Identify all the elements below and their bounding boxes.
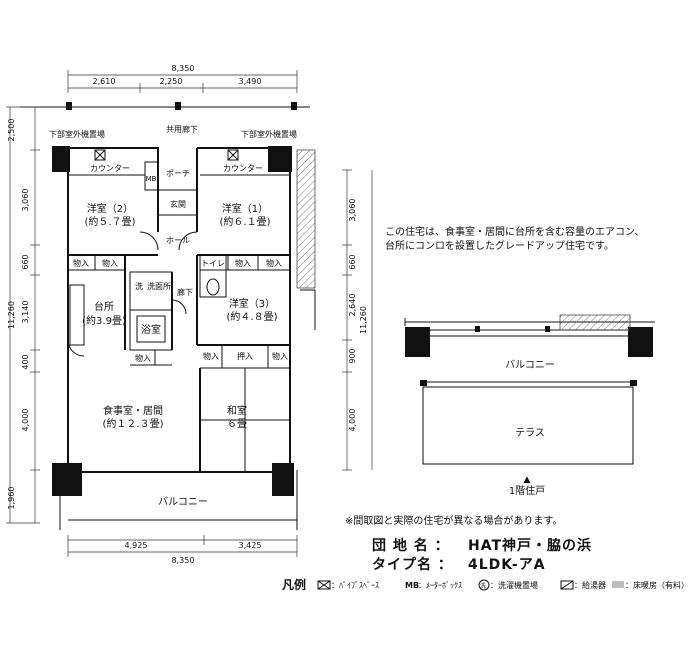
bottom-dimension-1: 4,925 <box>125 541 148 550</box>
legend-floor-heating: ：床暖房（有料） <box>625 580 689 590</box>
type-name-value: 4LDK-アA <box>468 557 546 573</box>
storage-label: 物入 <box>135 353 151 363</box>
note-line-2: 台所にコンロを設置したグレードアップ住宅です。 <box>385 239 614 252</box>
right-dimension-lines <box>342 169 373 471</box>
right-dimension-5: 4,000 <box>348 409 357 432</box>
entrance-label: 玄関 <box>170 199 186 209</box>
left-dimension-1: 2,500 <box>7 119 16 142</box>
room-name: 食事室・居間 <box>103 404 163 417</box>
pipe-space-icons <box>94 149 239 161</box>
first-floor-inset <box>404 314 655 465</box>
hall-label: ホール <box>166 236 190 245</box>
bath-label: 浴室 <box>141 323 161 336</box>
outdoor-unit-label-right: 下部室外機置場 <box>241 129 297 139</box>
meter-box-icon: MB <box>405 581 419 590</box>
right-dimension-1: 3,060 <box>348 199 357 222</box>
washer-icon-glyph: 洗 <box>480 582 486 590</box>
top-dimension-2: 2,250 <box>160 77 183 86</box>
hallway-label: 廊下 <box>177 287 193 297</box>
storage-label: 物入 <box>266 258 282 268</box>
top-dimension-lines <box>67 70 298 93</box>
water-heater-icon <box>560 580 574 590</box>
top-dimension-1: 2,610 <box>93 77 116 86</box>
balcony-label: バルコニー <box>158 496 208 508</box>
left-dimension-4: 3,140 <box>21 301 30 324</box>
corridor-line <box>20 102 310 110</box>
disclaimer: ※間取図と実際の住宅が異なる場合があります。 <box>345 514 562 527</box>
washer-icon <box>478 579 490 591</box>
counter-label-right: カウンター <box>223 164 263 173</box>
top-dimension-3: 3,490 <box>239 77 262 86</box>
room-area: (約４.８畳) <box>227 310 278 323</box>
washer-mark: 洗 <box>135 281 143 291</box>
right-dimension-4: 900 <box>348 348 357 363</box>
toilet-label: トイレ <box>201 259 225 268</box>
legend-meter-box: ：ﾒｰﾀｰﾎﾞｯｸｽ <box>418 581 462 590</box>
bottom-total-dimension: 8,350 <box>172 556 195 565</box>
room-name: 洋室（1） <box>222 202 268 215</box>
left-total-dimension: 11,260 <box>7 301 16 329</box>
first-floor-balcony-label: バルコニー <box>505 359 555 371</box>
room-area: (約６.１畳) <box>220 215 271 228</box>
right-dimension-2: 660 <box>348 254 357 269</box>
estate-name-value: HAT神戸・脇の浜 <box>468 537 592 554</box>
left-dimension-3: 660 <box>21 254 30 269</box>
terrace-label: テラス <box>515 427 545 439</box>
top-total-dimension: 8,350 <box>172 64 195 73</box>
right-dimension-3: 2,640 <box>348 294 357 317</box>
left-dimension-5: 400 <box>21 354 30 369</box>
left-dimension-6: 4,000 <box>21 409 30 432</box>
pipe-space-icon <box>317 580 331 590</box>
first-floor-caption: 1階住戸 <box>509 484 545 497</box>
legend-washer: ：洗濯機置場 <box>490 580 538 590</box>
bottom-dimension-2: 3,425 <box>239 541 262 550</box>
exterior-hatch <box>296 149 316 330</box>
estate-name-label: 団 地 名 ： <box>372 537 450 554</box>
room-area: (約５.７畳) <box>85 215 136 228</box>
washroom-label: 洗面所 <box>147 281 171 291</box>
left-dimension-7: 1,960 <box>7 487 16 510</box>
outdoor-unit-label-left: 下部室外機置場 <box>49 129 105 139</box>
floor-heating-icon <box>612 581 624 588</box>
room-name: 台所 <box>94 300 114 313</box>
left-dimension-lines <box>6 106 40 524</box>
storage-label: 物入 <box>272 351 288 361</box>
legend-water-heater: ：給湯器 <box>574 580 606 590</box>
type-name-label: タイプ名 ： <box>372 556 453 573</box>
left-dimension-2: 3,060 <box>21 189 30 212</box>
storage-label: 物入 <box>102 258 118 268</box>
interior-walls <box>68 148 290 472</box>
bottom-dimension-lines <box>67 535 298 557</box>
door-swings <box>67 231 198 357</box>
room-name: 洋室（2） <box>87 202 133 215</box>
room-area: (約3.9畳) <box>82 314 126 327</box>
legend-pipe-space: ：ﾊﾟｲﾌﾟｽﾍﾟｰｽ <box>331 581 379 590</box>
mb-label: MB <box>146 175 157 183</box>
corridor-label: 共用廊下 <box>166 124 198 134</box>
porch-label: ポーチ <box>166 169 190 178</box>
right-total-dimension: 11,260 <box>359 306 368 334</box>
storage-label: 物入 <box>73 258 89 268</box>
room-area: ６畳 <box>227 418 247 430</box>
room-name: 洋室（3） <box>229 297 275 310</box>
storage-label: 物入 <box>203 351 219 361</box>
note-line-1: この住宅は、食事室・居間に台所を含む容量のエアコン、 <box>385 225 644 238</box>
room-area: (約１２.３畳) <box>103 417 164 430</box>
up-arrow-icon: ▲ <box>524 475 531 485</box>
room-name: 和室 <box>227 404 247 417</box>
storage-label: 物入 <box>235 258 251 268</box>
oshiire-label: 押入 <box>237 351 253 361</box>
structural-pillars <box>52 146 294 496</box>
legend-title: 凡例 <box>282 577 306 592</box>
counter-label-left: カウンター <box>90 164 130 173</box>
